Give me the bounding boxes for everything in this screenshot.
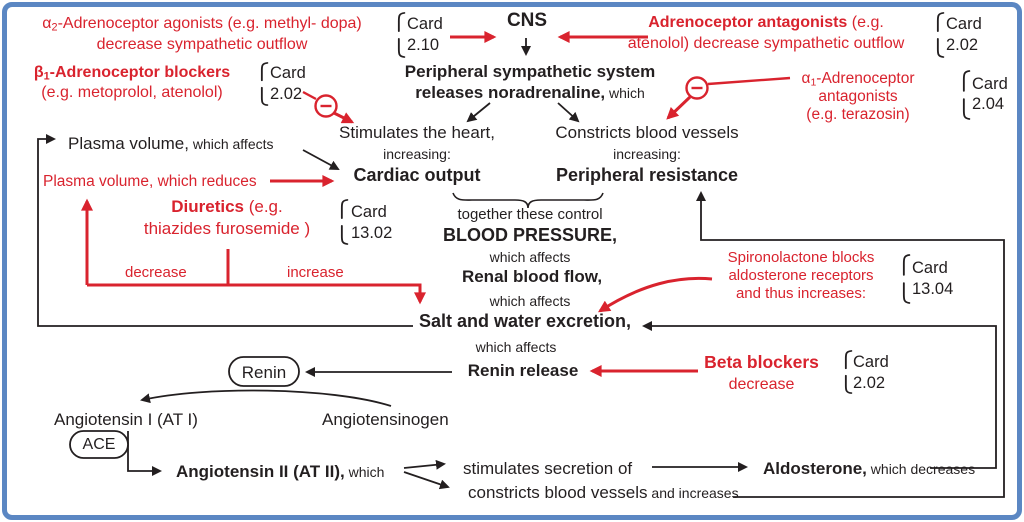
alpha2-agonists-label: α2-Adrenoceptor agonists (e.g. methyl- d…	[42, 15, 362, 53]
increase-label: increase	[287, 264, 344, 281]
which-affects-3: which affects	[475, 339, 557, 355]
peripheral-sympathetic-node: Peripheral sympathetic system releases n…	[404, 62, 656, 102]
plasma-volume-affects-label: Plasma volume, which affects	[68, 134, 274, 153]
alpha1-antagonists-label: α1-Adrenoceptor antagonists (e.g. terazo…	[801, 70, 915, 123]
blood-pressure-node: BLOOD PRESSURE,	[442, 225, 618, 245]
fork-at2-lower	[403, 471, 450, 490]
salt-water-excretion-node: Salt and water excretion,	[418, 311, 632, 331]
bracket-card-2-04	[962, 70, 971, 120]
minus-circle-icon-left	[314, 94, 338, 118]
angiotensinogen-node: Angiotensinogen	[322, 410, 449, 429]
renin-node: Renin	[241, 363, 287, 382]
bracket-card-13-04	[902, 254, 911, 304]
which-affects-1: which affects	[489, 249, 571, 265]
angiotensin1-node: Angiotensin I (AT I)	[54, 410, 198, 429]
constricts-vessels-label: constricts blood vessels and increases	[468, 483, 739, 502]
arc-angiotensinogen-to-at1	[140, 389, 392, 407]
renin-release-node: Renin release	[467, 361, 579, 380]
renal-blood-flow-node: Renal blood flow,	[461, 267, 603, 286]
bracket-card-2-10	[397, 12, 406, 58]
loop-increases-to-peripheral-resistance	[696, 191, 1005, 498]
together-control-label: together these control	[457, 206, 603, 223]
loop-aldosterone-to-salt	[642, 321, 997, 469]
spironolactone-label: Spironolactone blocks aldosterone recept…	[727, 249, 875, 302]
connector-a1-to-minus	[707, 76, 791, 86]
peripheral-resistance-column: Constricts blood vessels increasing: Per…	[555, 123, 739, 185]
stimulates-secretion-label: stimulates secretion of	[463, 459, 633, 478]
minus-circle-icon-right	[685, 76, 709, 100]
plasma-volume-reduces-label: Plasma volume, which reduces	[43, 173, 257, 190]
ace-node: ACE	[82, 436, 116, 453]
angiotensin2-node: Angiotensin II (AT II), which	[176, 462, 385, 481]
adrenoceptor-antagonists-label: Adrenoceptor antagonists (e.g. atenolol)…	[627, 14, 905, 52]
bracket-card-2-02-beta	[844, 350, 853, 394]
arrow-noradrenaline-left	[466, 102, 491, 123]
aldosterone-node: Aldosterone, which decreases	[763, 459, 976, 478]
bracket-card-13-02	[340, 199, 349, 245]
fork-at2-upper	[403, 459, 446, 470]
bracket-card-2-02-b1	[260, 62, 269, 106]
diuretics-label: Diuretics (e.g. thiazides furosemide )	[143, 197, 311, 238]
arrow-noradrenaline-right	[557, 102, 580, 123]
bracket-card-2-02-top	[936, 12, 945, 58]
cns-node: CNS	[506, 10, 548, 31]
beta1-blockers-label: β1-Adrenoceptor blockers (e.g. metoprolo…	[33, 64, 231, 101]
line-increase-to-salt	[87, 283, 426, 305]
arrow-minus-to-stimulates	[333, 111, 355, 124]
decrease-label: decrease	[125, 264, 187, 281]
cardiac-output-column: Stimulates the heart, increasing: Cardia…	[339, 123, 495, 185]
which-affects-2: which affects	[489, 293, 571, 309]
beta-blockers-label: Beta blockers decrease	[704, 352, 819, 393]
elbow-at1-to-at2	[127, 431, 162, 476]
